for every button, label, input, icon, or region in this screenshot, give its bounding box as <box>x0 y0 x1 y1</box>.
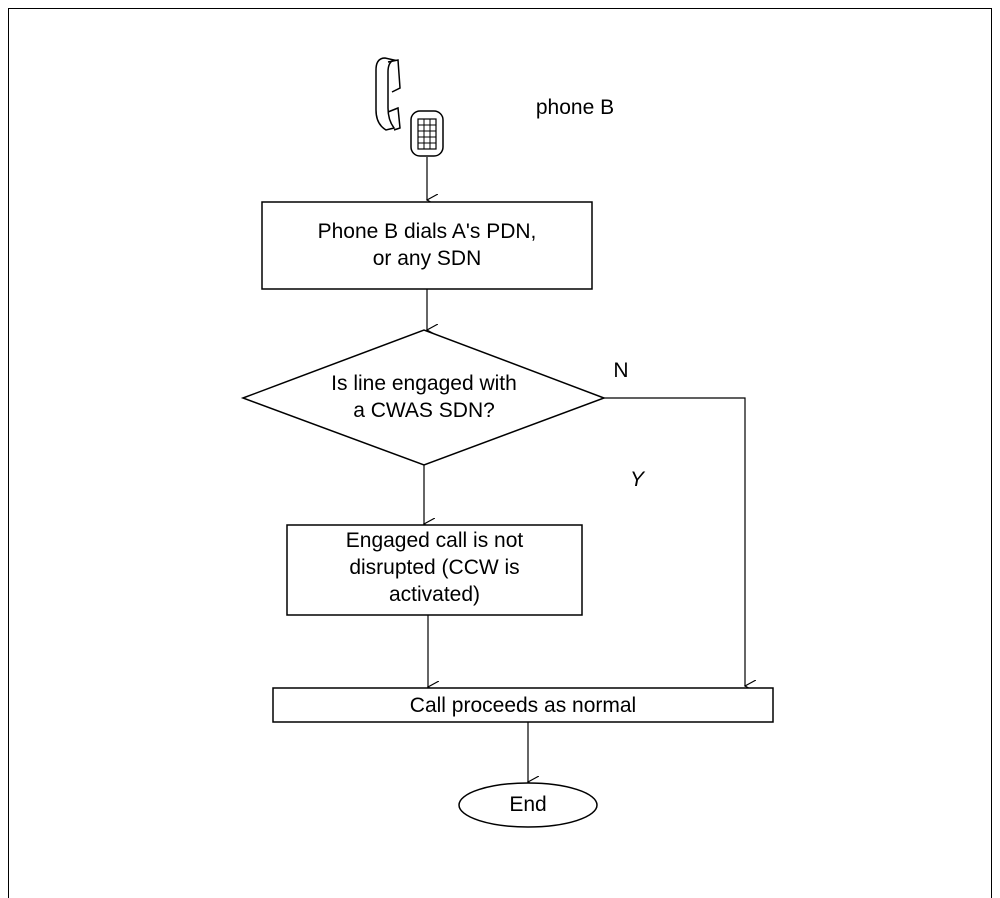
proceed-box-text: Call proceeds as normal <box>409 694 637 717</box>
decision-text: Is line engaged with a CWAS SDN? <box>284 370 564 424</box>
proceed-process-box <box>272 687 774 723</box>
phone-label: phone B <box>535 96 615 119</box>
keypad-icon <box>410 110 444 157</box>
dial-box-line-2: or any SDN <box>372 247 482 270</box>
end-terminator <box>458 782 598 828</box>
dial-box-text: Phone B dials A's PDN, or any SDN <box>262 218 592 272</box>
yes-branch-label: Y <box>629 468 644 491</box>
engaged-box-text: Engaged call is not disrupted (CCW is ac… <box>287 527 582 608</box>
decision-line-1: Is line engaged with <box>331 372 517 395</box>
end-label: End <box>509 793 547 816</box>
telephone-handset-icon <box>375 57 401 131</box>
engaged-line-1: Engaged call is not <box>345 529 524 552</box>
no-branch-label: N <box>613 359 629 382</box>
decision-line-2: a CWAS SDN? <box>353 399 495 422</box>
dial-box-line-1: Phone B dials A's PDN, <box>317 220 537 243</box>
engaged-line-3: activated) <box>388 583 481 606</box>
connector-decision-no <box>602 397 745 686</box>
engaged-process-box <box>286 524 583 616</box>
decision-diamond <box>240 329 607 466</box>
diagram-frame <box>8 8 992 898</box>
dial-process-box <box>261 201 593 290</box>
engaged-line-2: disrupted (CCW is <box>349 556 520 579</box>
